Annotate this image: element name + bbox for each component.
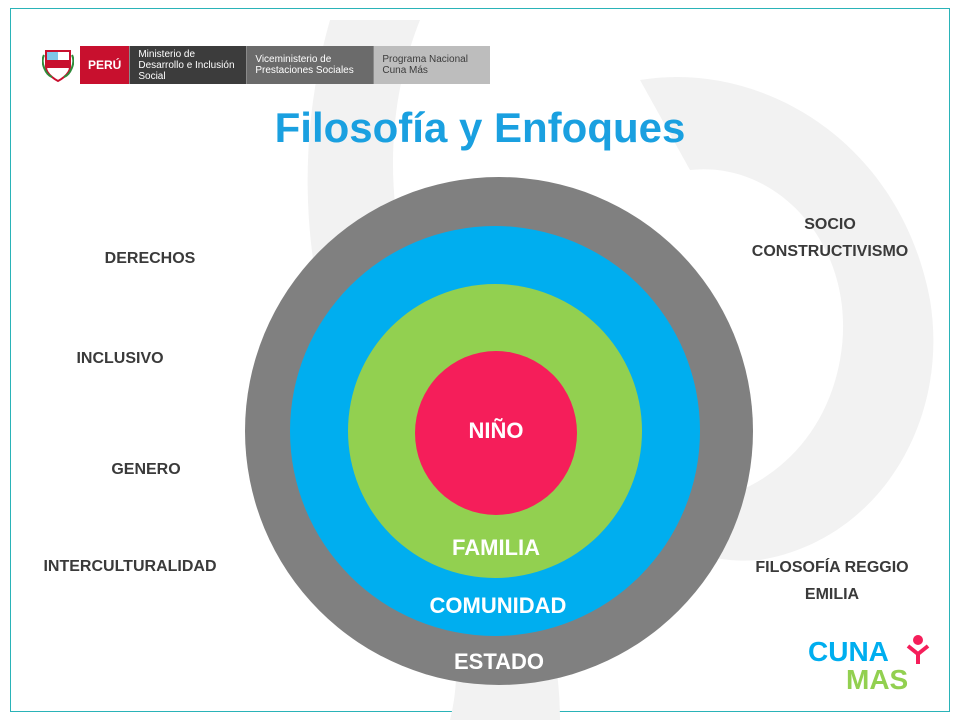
vice-ministry-label: Viceministerio de Prestaciones Sociales [246,46,374,84]
label-interculturalidad: INTERCULTURALIDAD [43,558,217,575]
peru-badge: PERÚ [80,46,130,84]
label-reggio-line2: EMILIA [804,586,860,603]
ministry-label: Ministerio de Desarrollo e Inclusión Soc… [129,46,247,84]
label-socio-constructivismo: SOCIO CONSTRUCTIVISMO [720,211,940,265]
logo-line1: CUNA [808,636,889,667]
label-socio-line1: SOCIO [804,216,856,233]
coat-of-arms-icon [40,46,76,84]
label-reggio-emilia: FILOSOFÍA REGGIO EMILIA [722,554,942,608]
government-header: PERÚ Ministerio de Desarrollo e Inclusió… [40,46,491,84]
logo-line2: MAS [846,664,908,694]
label-derechos: DERECHOS [104,250,196,267]
label-inclusivo: INCLUSIVO [76,350,164,367]
label-nino: NIÑO [468,418,524,443]
label-familia: FAMILIA [452,535,540,560]
cuna-mas-logo: CUNA MAS [808,635,930,694]
program-label: Programa Nacional Cuna Más [373,46,491,84]
label-comunidad: COMUNIDAD [429,593,567,618]
slide-title: Filosofía y Enfoques [274,104,686,151]
label-estado: ESTADO [453,649,545,674]
label-socio-line2: CONSTRUCTIVISMO [751,243,909,260]
label-reggio-line1: FILOSOFÍA REGGIO [755,559,909,576]
circle-nino [415,351,577,515]
label-genero: GENERO [111,461,181,478]
